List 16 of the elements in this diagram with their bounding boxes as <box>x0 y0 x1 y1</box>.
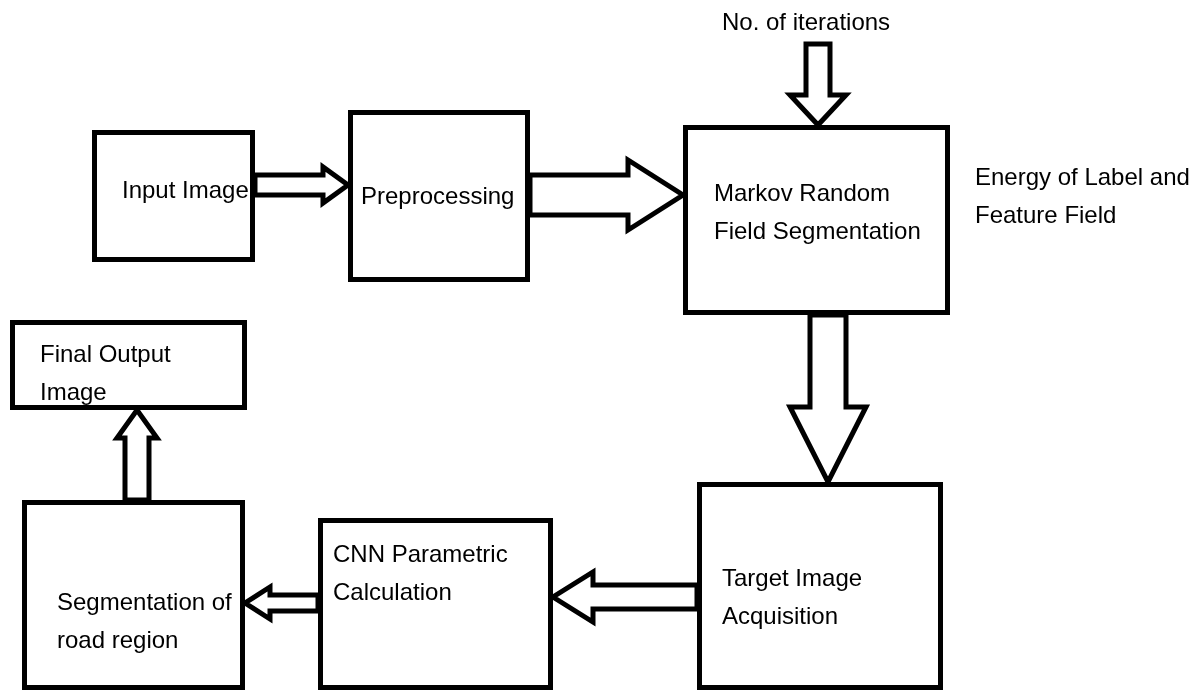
process-box <box>92 130 255 262</box>
process-box <box>683 125 950 315</box>
box-label: Input Image <box>122 175 250 205</box>
box-label: CNN Parametric Calculation <box>333 539 509 607</box>
process-box <box>697 482 943 690</box>
box-label: Target Image Acquisition <box>722 563 864 631</box>
box-label: Preprocessing <box>361 181 516 211</box>
side-note: Energy of Label and Feature Field <box>975 162 1191 230</box>
input-label: No. of iterations <box>722 6 932 38</box>
process-box <box>10 320 247 410</box>
process-box <box>348 110 530 282</box>
process-box <box>318 518 553 690</box>
box-label: Segmentation of road region <box>57 587 233 655</box>
process-box <box>22 500 245 690</box>
box-label: Markov Random Field Segmentation <box>714 178 922 246</box>
box-label: Final Output Image <box>40 339 172 407</box>
